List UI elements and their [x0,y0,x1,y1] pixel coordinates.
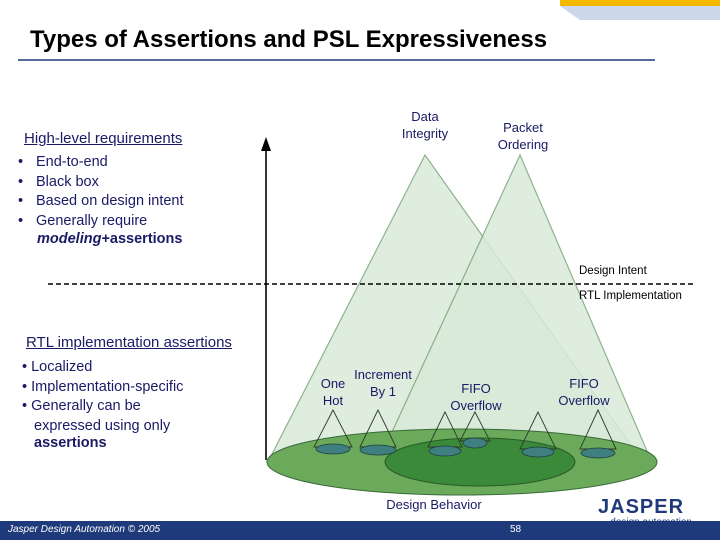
slide-title: Types of Assertions and PSL Expressivene… [30,26,548,53]
node-increment [359,444,397,456]
bullet-icon: • [18,193,24,209]
list-item: • Generally require [18,212,184,232]
list-item: • Implementation-specific [22,378,184,395]
data-integrity-label: Data Integrity [401,109,449,141]
list-item: • Localized [22,359,93,375]
high-level-last-line: modeling+assertions [37,231,182,247]
rtl-last-line: assertions [34,435,107,451]
rtl-heading: RTL implementation assertions [26,334,232,351]
jasper-logo: JASPER design automation [598,497,692,533]
list-item: • Generally can be [22,398,141,414]
high-level-heading: High-level requirements [24,130,183,147]
assertions-text: +assertions [101,231,183,247]
list-item-text: End-to-end [36,154,108,170]
fifo-overflow-label-2: FIFO Overflow [558,376,610,408]
local-assertion-nodes [315,437,616,459]
vertical-axis-arrow-icon [261,137,271,151]
top-accent-yellow [560,0,720,6]
top-accent-band [560,6,720,20]
design-intent-label: Design Intent [579,265,647,277]
fifo-overflow-label-1: FIFO Overflow [450,381,502,413]
node-fifo-2 [580,447,616,459]
list-item-text: Implementation-specific [31,378,184,395]
node-inner-b [462,437,488,449]
list-item-text: Based on design intent [36,193,184,209]
logo-main-text: JASPER [598,496,685,518]
list-item: expressed using only [22,417,183,437]
list-item-text: Localized [31,359,93,375]
node-inner-a [428,445,462,457]
rtl-list: • Localized • Implementation-specific • … [22,358,183,436]
bullet-icon: • [18,154,24,170]
node-one-hot [315,443,351,455]
node-fifo-1 [521,446,555,458]
list-item-text: Generally can be [31,398,141,414]
high-level-list: • End-to-end • Black box • Based on design … [18,153,184,231]
rtl-implementation-label: RTL Implementation [579,290,682,302]
list-item-text: Generally require [36,212,148,229]
modeling-text: modeling [37,231,102,247]
packet-ordering-label: Packet Ordering [497,120,549,152]
bullet-icon: • [18,173,24,190]
footer-company: Jasper Design Automation © 2005 [8,524,161,535]
list-item: • Black box [18,173,184,193]
increment-by-1-label: Increment By 1 [354,367,412,399]
design-behavior-label: Design Behavior [386,497,482,512]
list-item: • Based on design intent [18,192,184,212]
logo-sub-text: design automation [610,517,692,528]
one-hot-label: One Hot [320,376,346,408]
footer-bar [0,521,720,540]
list-item-text: expressed using only [34,417,171,434]
list-item: • End-to-end [18,153,184,173]
bullet-icon: • [18,212,24,229]
page-number: 58 [510,524,522,535]
list-item-text: Black box [36,173,99,190]
